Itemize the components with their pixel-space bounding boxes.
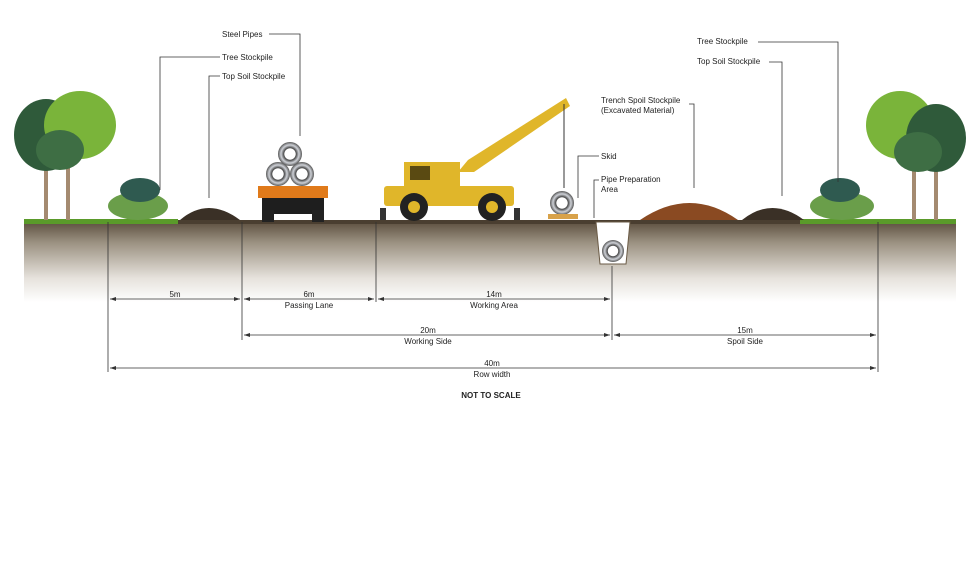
crane-window xyxy=(410,166,430,180)
dim-15m-value: 15m xyxy=(737,326,753,335)
truck-chassis xyxy=(262,198,324,214)
dim-6m-value: 6m xyxy=(303,290,314,299)
truck-wheel xyxy=(262,210,274,222)
trees-right xyxy=(810,91,966,220)
crane-hub xyxy=(486,201,498,213)
crane xyxy=(380,98,570,221)
leader-lines xyxy=(159,33,839,218)
label-trench-spoil-2: (Excavated Material) xyxy=(601,106,675,115)
tree-trunk xyxy=(912,160,916,220)
crane-outrigger xyxy=(514,208,520,220)
not-to-scale-note: NOT TO SCALE xyxy=(461,391,521,400)
steel-pipe-icon xyxy=(278,142,302,166)
skid-block xyxy=(548,214,578,219)
extension-lines xyxy=(107,222,879,372)
crane-outrigger xyxy=(380,208,386,220)
dim-5m-value: 5m xyxy=(169,290,180,299)
grass-left xyxy=(24,219,178,224)
tree-foliage xyxy=(894,132,942,172)
dimension-lines xyxy=(110,297,876,370)
crane-hub xyxy=(408,201,420,213)
tree-trunk xyxy=(66,150,70,220)
dim-15m-label: Spoil Side xyxy=(727,337,764,346)
label-skid: Skid xyxy=(601,152,617,161)
dim-20m-value: 20m xyxy=(420,326,436,335)
label-topsoil-stockpile-left: Top Soil Stockpile xyxy=(222,72,286,81)
tree-foliage xyxy=(36,130,84,170)
dim-40m-value: 40m xyxy=(484,359,500,368)
bush xyxy=(120,178,160,202)
trench-spoil-stockpile xyxy=(640,203,738,220)
label-pipe-prep-1: Pipe Preparation xyxy=(601,175,661,184)
bush xyxy=(820,178,860,202)
label-pipe-prep-2: Area xyxy=(601,185,618,194)
topsoil-stockpile-left xyxy=(180,208,240,220)
label-tree-stockpile-left: Tree Stockpile xyxy=(222,53,273,62)
tree-trunk xyxy=(934,150,938,220)
grass-right xyxy=(800,219,956,224)
dim-14m-value: 14m xyxy=(486,290,502,299)
dim-40m-label: Row width xyxy=(474,370,511,379)
label-steel-pipes: Steel Pipes xyxy=(222,30,262,39)
label-topsoil-stockpile-right: Top Soil Stockpile xyxy=(697,57,761,66)
topsoil-stockpile-right xyxy=(742,208,804,220)
tree-trunk xyxy=(44,160,48,220)
crane-boom xyxy=(458,98,570,172)
soil-section xyxy=(24,222,956,302)
bush xyxy=(810,192,874,220)
trench-pipe-icon xyxy=(602,240,624,262)
pipe-truck xyxy=(258,142,328,222)
trees-left xyxy=(14,91,168,220)
label-tree-stockpile-right: Tree Stockpile xyxy=(697,37,748,46)
dim-14m-label: Working Area xyxy=(470,301,518,310)
steel-pipe-icon xyxy=(266,162,290,186)
dim-6m-label: Passing Lane xyxy=(285,301,334,310)
steel-pipe-icon xyxy=(290,162,314,186)
label-trench-spoil-1: Trench Spoil Stockpile xyxy=(601,96,681,105)
truck-wheel xyxy=(312,210,324,222)
truck-bed xyxy=(258,186,328,198)
suspended-pipe-icon xyxy=(550,191,574,215)
dim-20m-label: Working Side xyxy=(404,337,452,346)
road-surface xyxy=(178,220,800,224)
